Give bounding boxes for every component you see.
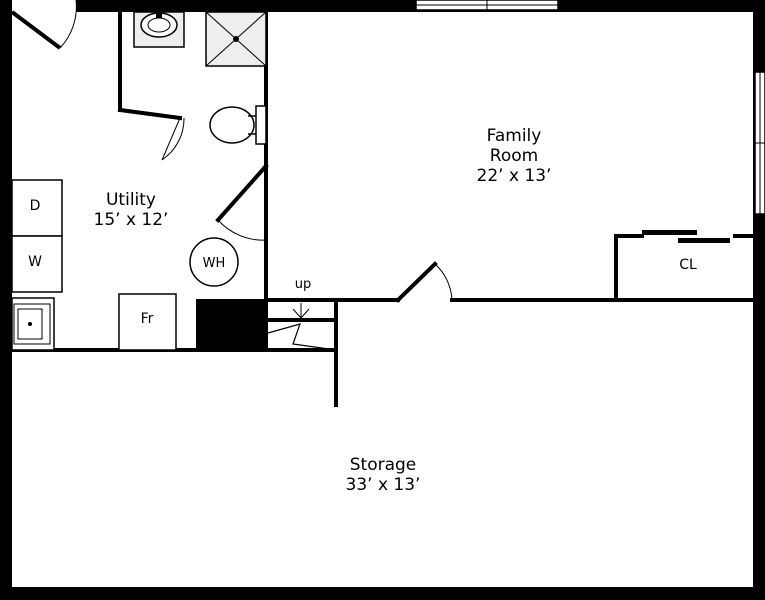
entry-door <box>10 0 77 50</box>
furnace-block <box>196 299 266 350</box>
utility-room-name: Utility <box>106 190 156 210</box>
top-window <box>415 0 559 11</box>
utility-room-size: 15’ x 12’ <box>94 210 169 230</box>
utility-sink <box>11 297 55 351</box>
family-room-door <box>434 263 453 301</box>
water-heater-label: WH <box>203 256 226 271</box>
freezer: Fr <box>118 293 177 351</box>
washer: W <box>11 235 63 293</box>
washer-label: W <box>28 254 42 270</box>
dryer: D <box>11 179 63 237</box>
storage-room-size: 33’ x 13’ <box>346 475 421 495</box>
shower-stall <box>205 11 267 67</box>
family-room-name-line2: Room <box>490 146 538 166</box>
closet-label: CL <box>679 257 697 273</box>
dryer-label: D <box>30 198 41 214</box>
closet-doors <box>642 230 730 243</box>
freezer-label: Fr <box>141 311 154 327</box>
stairs <box>267 303 337 351</box>
water-heater: WH <box>189 237 239 287</box>
utility-door <box>217 219 267 241</box>
right-window <box>754 71 765 215</box>
bathroom-door <box>161 117 185 161</box>
stairs-label: up <box>295 277 312 292</box>
toilet <box>209 105 267 145</box>
storage-room-name: Storage <box>350 455 417 475</box>
utility-room-label: Utility 15’ x 12’ <box>94 190 169 230</box>
bathroom-sink <box>133 11 185 48</box>
family-room-size: 22’ x 13’ <box>477 166 552 186</box>
family-room-name-line1: Family <box>487 126 542 146</box>
storage-room-label: Storage 33’ x 13’ <box>346 455 421 495</box>
family-room-label: Family Room 22’ x 13’ <box>477 126 552 186</box>
